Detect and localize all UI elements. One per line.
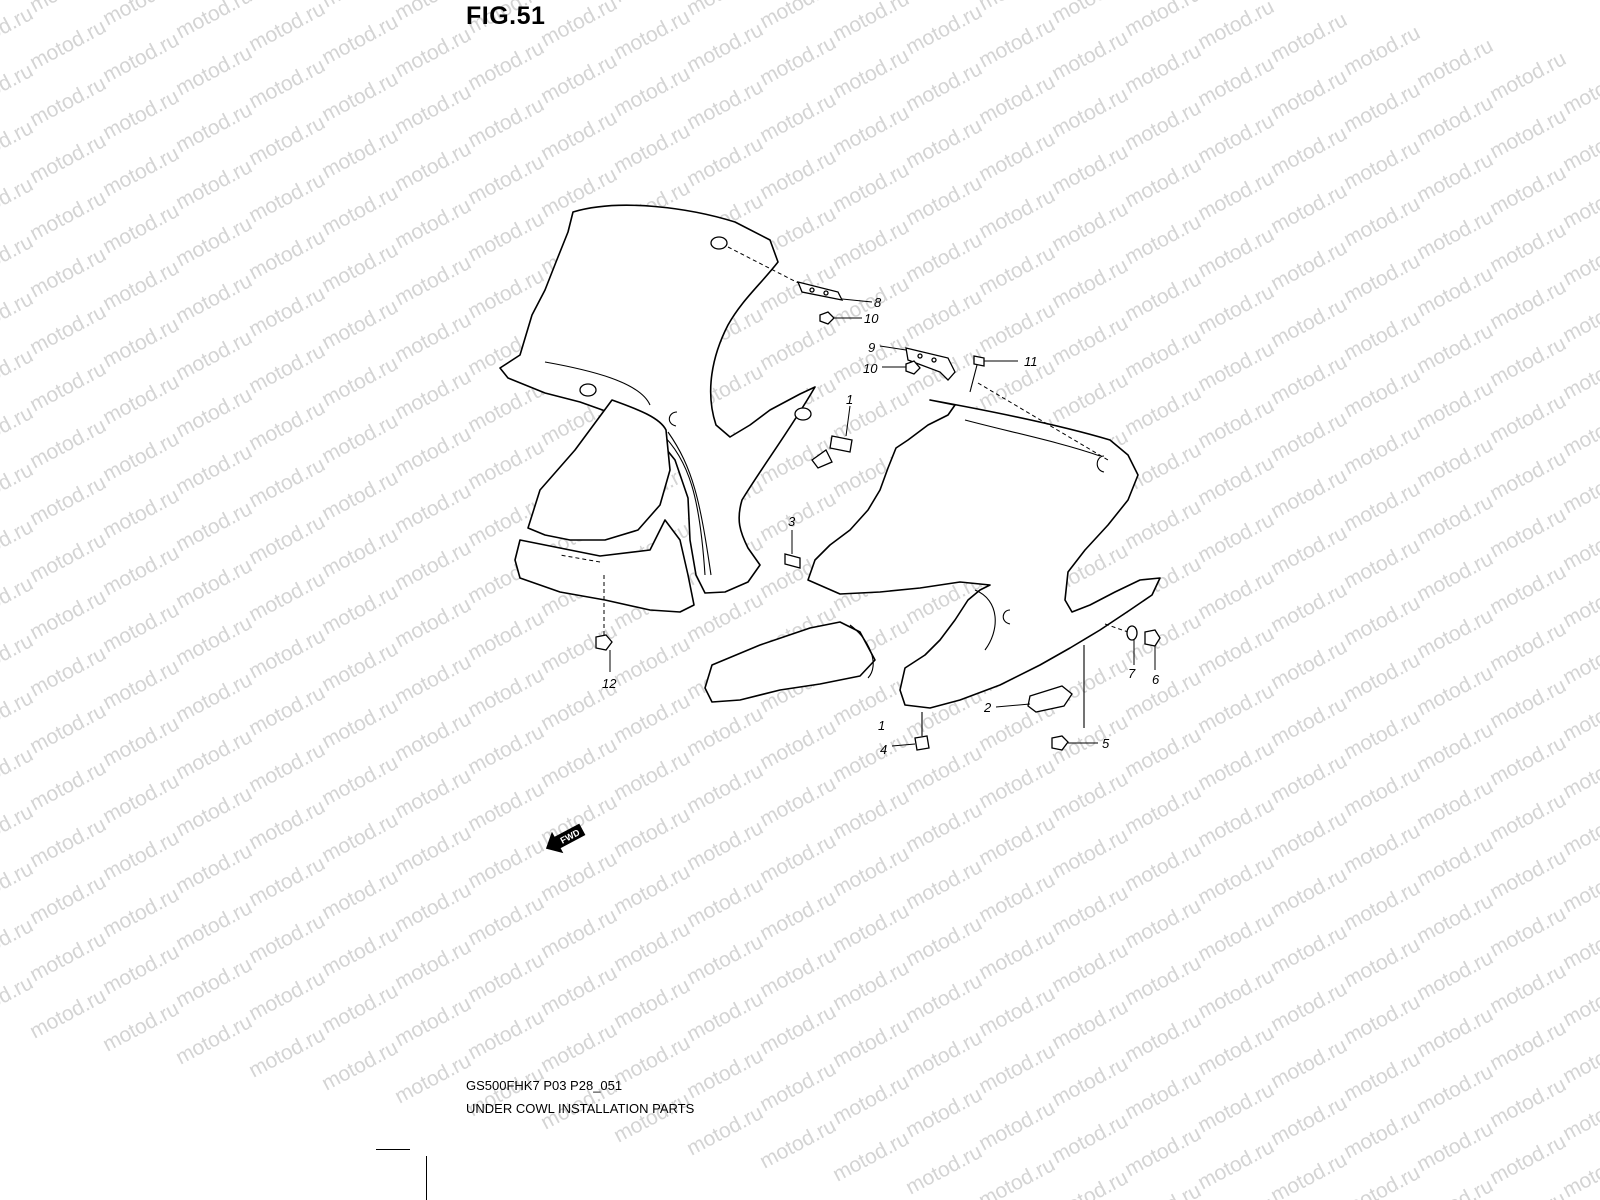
callout-6: 6 [1152, 672, 1160, 687]
assembly-line [1104, 623, 1129, 633]
diagram-caption: UNDER COWL INSTALLATION PARTS [466, 1101, 695, 1116]
callout-3: 3 [788, 514, 796, 529]
callout-7: 7 [1128, 666, 1136, 681]
leader-line [995, 703, 1031, 708]
callout-5: 5 [1102, 736, 1110, 751]
callout-8: 8 [874, 295, 882, 310]
grommet [579, 383, 597, 397]
under-cowl-upper-right [807, 399, 1161, 709]
bolt-5 [1051, 735, 1069, 751]
forward-arrow-icon: FWD [545, 823, 586, 854]
figure-title: FIG.51 [466, 2, 546, 30]
callout-9: 9 [868, 340, 875, 355]
bolt-shank [969, 364, 978, 393]
callout-1: 1 [846, 392, 853, 407]
clip-hook [1096, 455, 1105, 473]
callout-12: 12 [602, 676, 617, 691]
lower-left-cowl [514, 519, 695, 613]
inner-partition-panel [527, 399, 671, 541]
callout-11: 11 [1024, 354, 1038, 369]
grommet [794, 407, 812, 421]
cowl-inner-contour [974, 589, 996, 651]
bolt-4 [914, 735, 930, 751]
screw-10 [819, 311, 835, 325]
cowl-inner-contour [659, 431, 706, 576]
bracket-hole [809, 287, 815, 293]
callout-2: 2 [983, 700, 992, 715]
grommet [710, 236, 728, 250]
callout-10: 10 [863, 361, 878, 376]
bracket-hole [931, 357, 937, 363]
clip-hook [668, 411, 678, 427]
cowl-inner-contour [849, 624, 874, 679]
crop-mark [426, 1156, 427, 1200]
leader-line [845, 405, 851, 437]
screw-12 [595, 634, 613, 651]
diagram-code: GS500FHK7 P03 P28_051 [466, 1078, 623, 1093]
bracket-8 [796, 281, 844, 301]
cowl-inner-contour [544, 361, 651, 406]
clip-hook [1002, 609, 1011, 625]
under-cowl-upper-left [499, 204, 816, 594]
bolt-11 [973, 355, 985, 367]
washer-7 [1126, 625, 1138, 641]
clip-1 [811, 435, 853, 469]
clip-3 [784, 553, 801, 569]
leader-line [891, 743, 916, 747]
bracket-hole [917, 353, 923, 359]
bracket-hole [823, 290, 829, 296]
screw-10 [905, 360, 921, 375]
crop-mark [376, 1149, 410, 1150]
bracket-2 [1027, 685, 1073, 713]
bolt-6 [1144, 629, 1161, 647]
leader-line [879, 345, 907, 351]
cowl-inner-contour [964, 419, 1101, 457]
callout-4: 4 [880, 742, 887, 757]
lower-right-fairing [704, 621, 876, 703]
callout-1: 1 [878, 718, 885, 733]
leader-line [841, 298, 873, 303]
callout-10: 10 [864, 311, 879, 326]
cowl-inner-contour [667, 431, 712, 576]
